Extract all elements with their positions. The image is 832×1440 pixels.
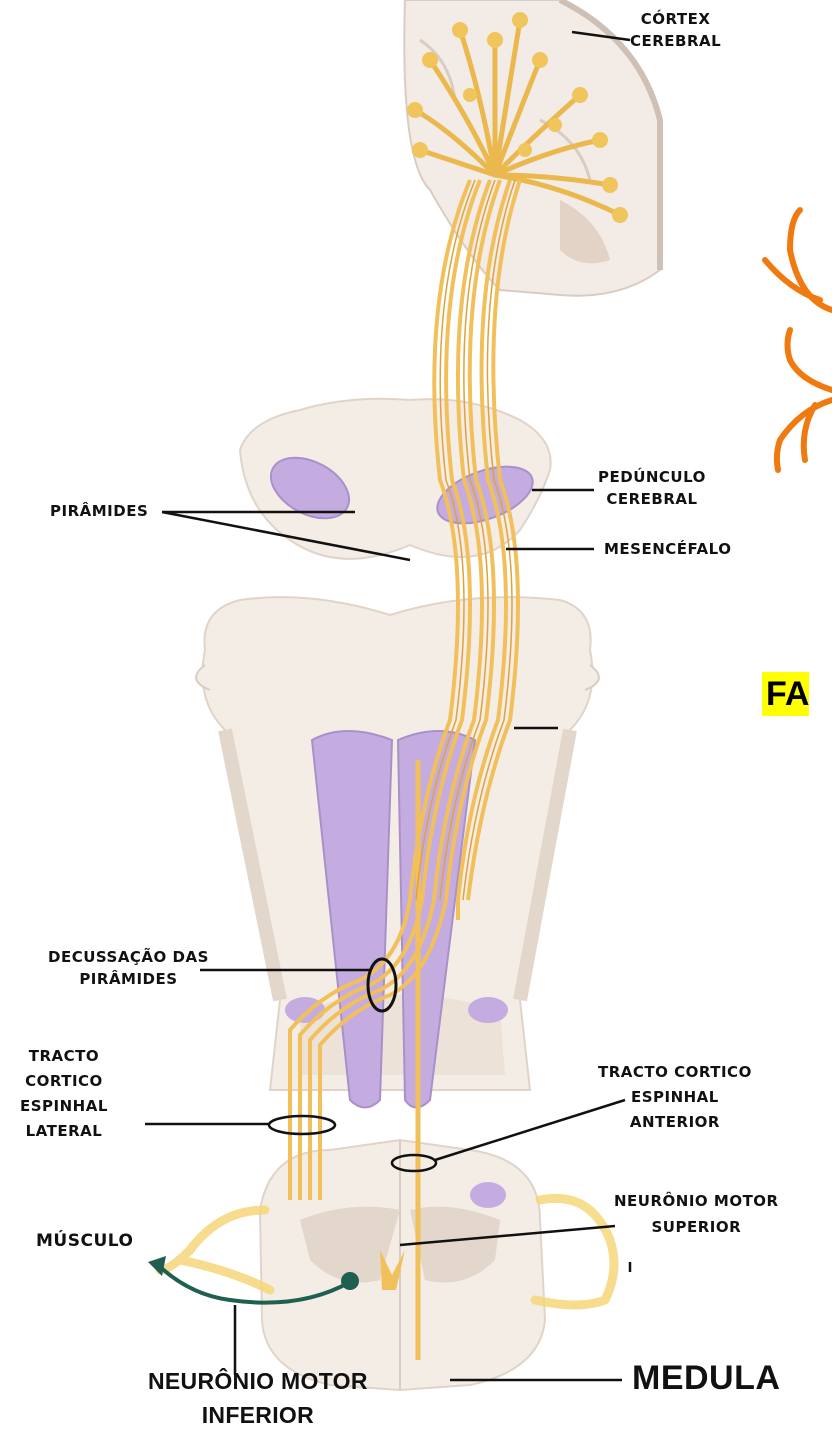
medulla-section [196, 597, 599, 1090]
cropped-highlight-text: FA [762, 672, 809, 716]
decussation-label: DECUSSAÇÃO DAS PIRÂMIDES [48, 946, 209, 990]
orange-branch-icon [765, 210, 832, 470]
anterior-tract-label: TRACTO CORTICO ESPINHAL ANTERIOR [598, 1060, 752, 1135]
spinal-cord-label: MEDULA [632, 1358, 780, 1398]
midbrain-section [240, 399, 551, 559]
spinal-cord-section [260, 1140, 545, 1390]
lateral-tract-label: TRACTO CORTICO ESPINHAL LATERAL [20, 1044, 108, 1144]
peduncle-label: PEDÚNCULO CEREBRAL [598, 466, 706, 510]
pyramids-label: PIRÂMIDES [50, 500, 148, 522]
cortex-section [404, 0, 660, 296]
lower-motor-neuron-label: NEURÔNIO MOTOR INFERIOR [148, 1364, 368, 1432]
mesencephalon-label: MESENCÉFALO [604, 538, 731, 560]
muscle-label: MÚSCULO [36, 1230, 133, 1252]
cortex-label: CÓRTEX CEREBRAL [630, 8, 721, 52]
upper-motor-neuron-label: NEURÔNIO MOTOR SUPERIOR [614, 1188, 779, 1240]
